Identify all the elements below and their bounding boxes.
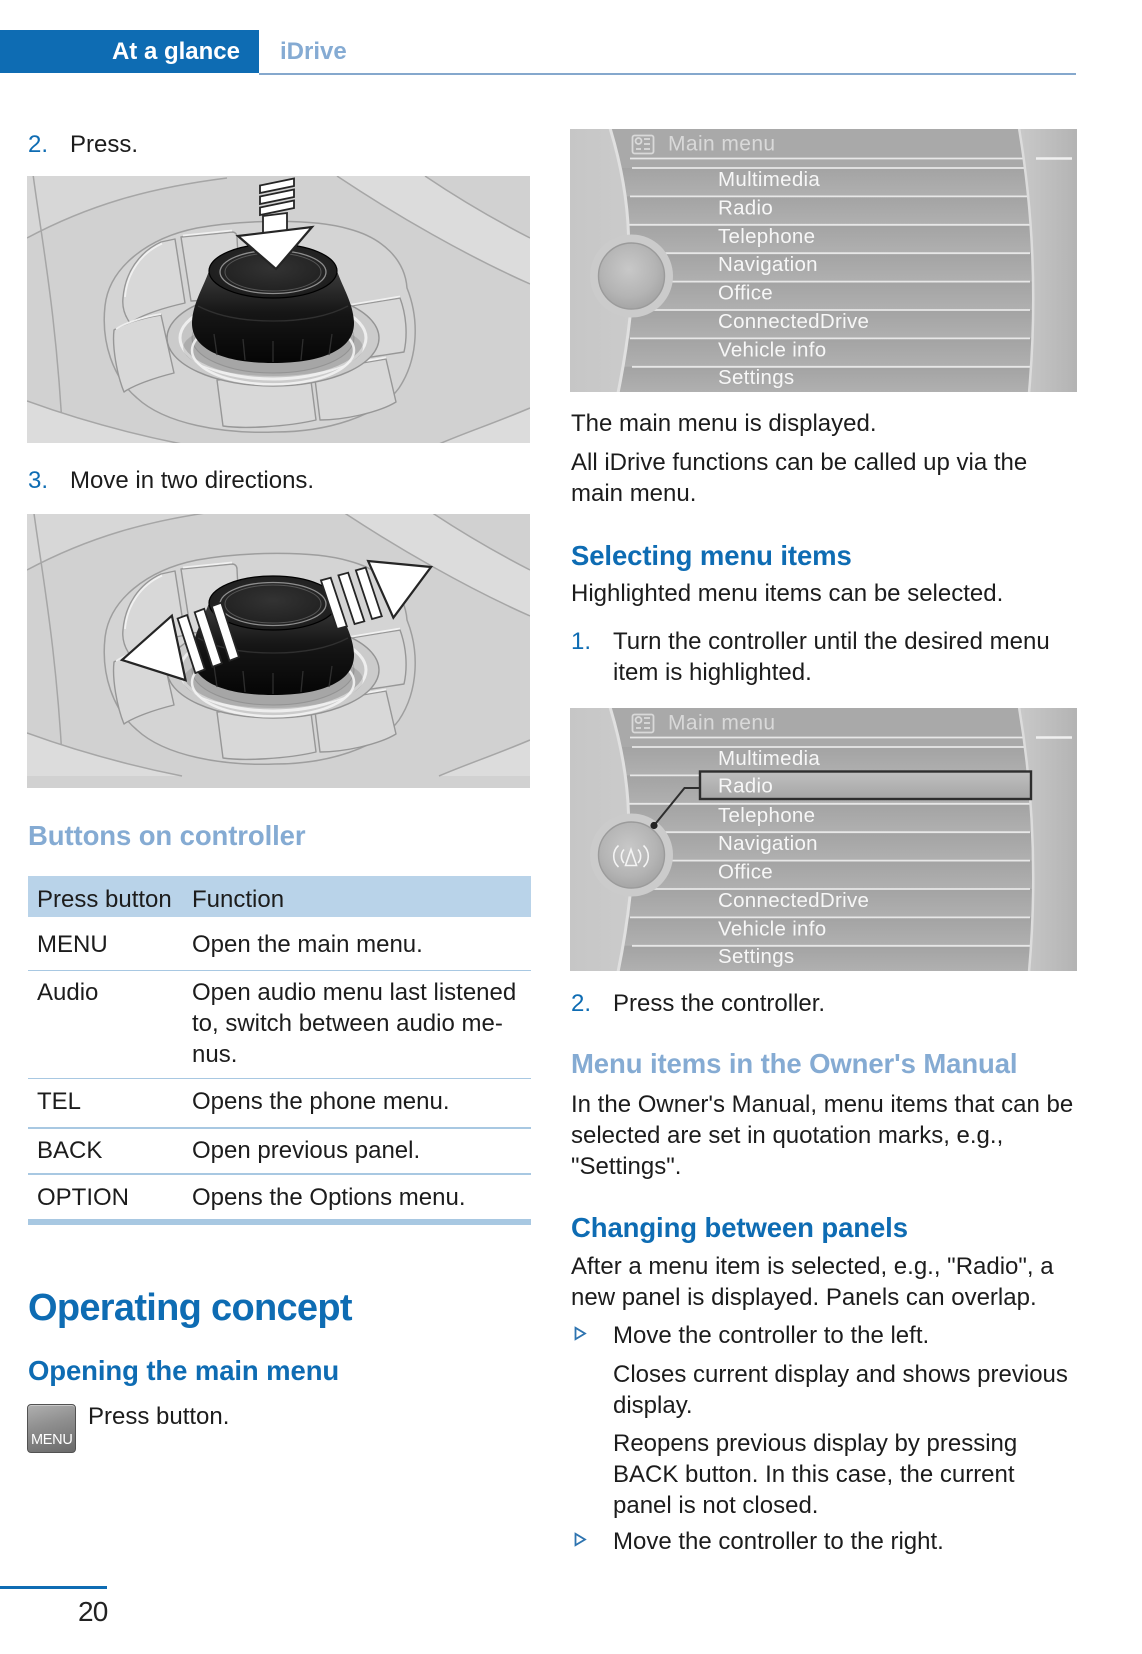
table-col-function: Function [192, 885, 285, 913]
step-text: Move in two directions. [70, 467, 315, 494]
selected-menu-item[interactable]: Radio [718, 775, 773, 798]
table-row-separator [28, 1173, 531, 1175]
step-text: Press the controller. [613, 990, 826, 1017]
paragraph: After a menu item is selected, e.g., "Ra… [571, 1252, 1054, 1311]
paragraph: Closes current display and shows previou… [613, 1360, 1068, 1419]
table-row-separator [28, 969, 531, 972]
press-button-text: Press button. [88, 1403, 230, 1430]
header-rule [259, 73, 1076, 76]
table-cell-button: TEL [37, 1088, 82, 1115]
paragraph: The main menu is displayed. [571, 410, 877, 437]
footer-rule [0, 1586, 107, 1589]
paragraph: Reopens previous display by pressing BAC… [613, 1429, 1018, 1519]
bullet-text: Move the controller to the left. [613, 1321, 930, 1349]
table-cell-function: Opens the Options menu. [192, 1183, 466, 1211]
selection-callout [650, 770, 1033, 830]
triangle-bullet-icon [574, 1326, 587, 1341]
triangle-bullet-icon [574, 1532, 587, 1547]
list-item: 2. Press the controller. [571, 988, 1077, 1019]
paragraph: All iDrive functions can be called up vi… [571, 448, 1028, 507]
press-arrow-icon [235, 177, 315, 271]
move-right-arrow-icon [319, 559, 434, 631]
bullet-item: Move the controller to the left. [571, 1320, 1077, 1351]
idrive-menu-selected-screenshot: Radio [570, 708, 1077, 971]
table-row-separator [28, 1127, 531, 1129]
idrive-main-menu-screenshot [570, 129, 1077, 392]
step-text: Turn the controller until the desired me… [613, 627, 1050, 686]
menu-items-manual-heading: Menu items in the Owner's Manual [571, 1048, 1018, 1080]
operating-concept-heading: Operating concept [28, 1287, 353, 1329]
step-press: 2. Press. [28, 129, 531, 160]
buttons-on-controller-heading: Buttons on controller [28, 820, 306, 851]
selecting-menu-items-heading: Selecting menu items [571, 539, 852, 571]
table-cell-function: Open previous panel. [192, 1137, 421, 1164]
table-col-press-button: Press button [37, 885, 172, 913]
table-cell-function: Opens the phone menu. [192, 1088, 450, 1115]
menu-hardkey-icon: MENU [27, 1404, 76, 1453]
list-item: 1. Turn the controller until the desired… [571, 626, 1077, 688]
opening-main-menu-heading: Opening the main menu [28, 1355, 340, 1386]
controller-move-illustration [27, 514, 530, 788]
page-number: 20 [78, 1596, 108, 1627]
bullet-text: Move the controller to the right. [613, 1528, 944, 1556]
controller-press-illustration [27, 176, 530, 443]
table-bottom-bar [28, 1219, 531, 1225]
table-cell-function: Open audio menu last listened to, switch… [192, 978, 517, 1068]
step-number: 2. [28, 131, 49, 158]
move-left-arrow-icon [119, 601, 241, 682]
step-number: 1. [571, 627, 592, 655]
table-header-row [28, 876, 531, 917]
section-tab[interactable]: At a glance [0, 30, 259, 73]
menu-hardkey-label: MENU [31, 1432, 73, 1448]
paragraph: Highlighted menu items can be selected. [571, 580, 1004, 607]
step-move: 3. Move in two directions. [28, 465, 531, 496]
table-cell-button: OPTION [37, 1183, 130, 1211]
changing-panels-heading: Changing between panels [571, 1212, 908, 1244]
chapter-tab[interactable]: iDrive [280, 38, 347, 65]
bullet-item: Move the controller to the right. [571, 1526, 1077, 1557]
selected-item-box [698, 770, 1033, 801]
buttons-table: Press button Function MENU Open the main… [28, 876, 531, 1225]
table-cell-button: MENU [37, 931, 108, 958]
radio-waves-icon [612, 844, 650, 868]
step-number: 2. [571, 990, 592, 1017]
step-text: Press. [70, 131, 139, 158]
table-cell-button: Audio [37, 978, 99, 1006]
step-number: 3. [28, 467, 49, 494]
table-cell-button: BACK [37, 1137, 103, 1164]
paragraph: In the Owner's Manual, menu items that c… [571, 1090, 1074, 1180]
table-row-separator [28, 1077, 531, 1080]
table-cell-function: Open the main menu. [192, 931, 423, 958]
